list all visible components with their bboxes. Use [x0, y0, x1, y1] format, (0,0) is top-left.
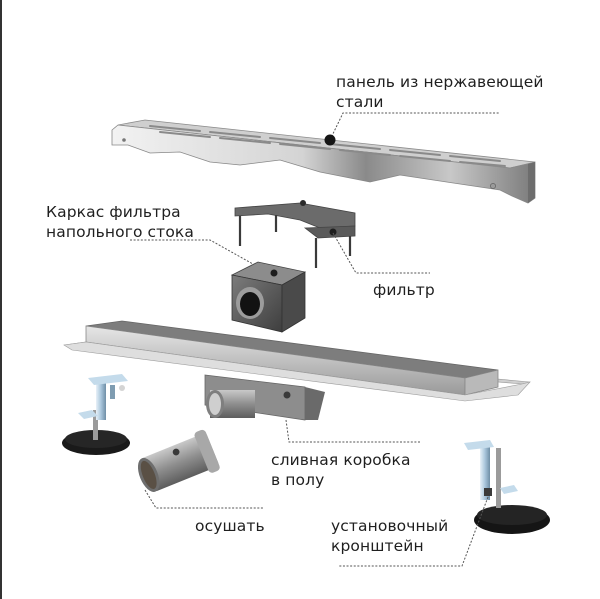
dryer-tube: [137, 429, 220, 492]
filter-frame: [234, 200, 356, 268]
steel-panel: [111, 119, 536, 204]
label-bracket-line1: установочный: [331, 517, 449, 535]
label-filter-line1: фильтр: [373, 281, 435, 299]
label-dryer: осушать: [195, 516, 265, 536]
label-panel-line1: панель из нержавеющей: [336, 73, 544, 91]
left-frame-border: [0, 0, 2, 599]
panel-callout-dot: [324, 134, 336, 146]
label-filter-frame-line2: напольного стока: [46, 223, 194, 241]
bracket-right: [464, 440, 550, 534]
label-filter-frame-line1: Каркас фильтра: [46, 203, 181, 221]
label-panel-line2: стали: [336, 93, 384, 111]
label-drain-box-line2: в полу: [271, 471, 325, 489]
drain-box: [204, 374, 325, 421]
label-filter-frame: Каркас фильтра напольного стока: [46, 202, 194, 242]
drain-channel: [63, 320, 531, 402]
leader-lines: [130, 112, 500, 567]
label-dryer-line1: осушать: [195, 517, 265, 535]
label-drain-box: сливная коробка в полу: [271, 450, 411, 490]
label-drain-box-line1: сливная коробка: [271, 451, 411, 469]
label-filter: фильтр: [373, 280, 435, 300]
filter-box: [230, 261, 307, 333]
label-panel: панель из нержавеющей стали: [336, 72, 544, 112]
bracket-left: [62, 374, 130, 455]
label-bracket-line2: кронштейн: [331, 537, 424, 555]
label-bracket: установочный кронштейн: [331, 516, 448, 556]
